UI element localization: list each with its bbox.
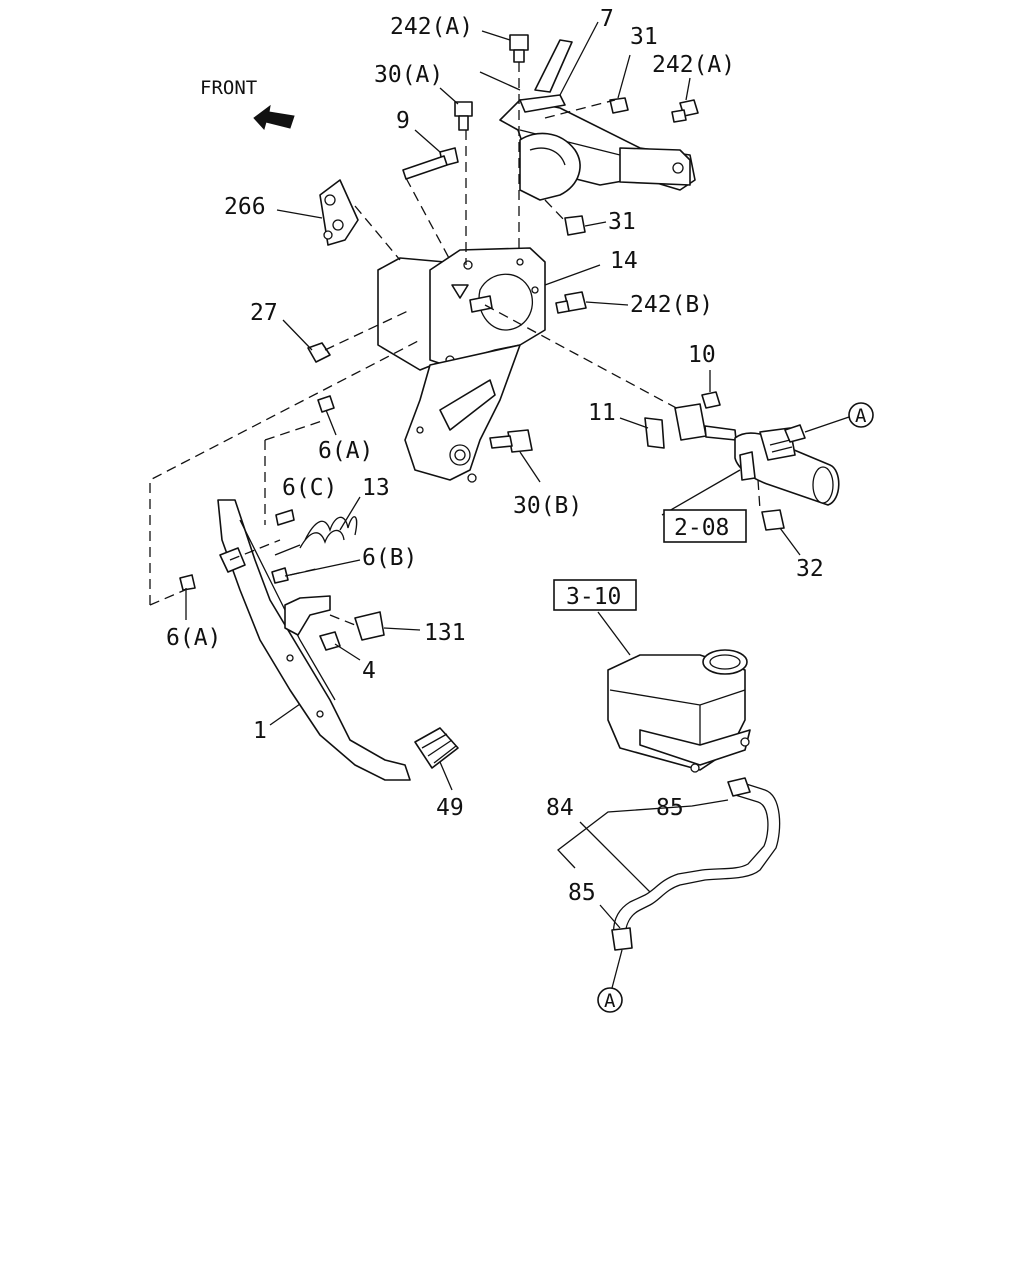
label-49: 49 xyxy=(436,795,464,821)
stopper-bracket xyxy=(284,595,385,651)
label-3-10: 3-10 xyxy=(566,584,621,610)
fasteners xyxy=(179,34,785,591)
clip-11 xyxy=(644,417,665,449)
label-266: 266 xyxy=(224,194,266,220)
front-arrow-icon xyxy=(253,104,295,131)
return-spring-13 xyxy=(274,516,358,556)
label-1: 1 xyxy=(253,718,267,744)
nut-6b xyxy=(271,567,289,584)
nut-31-mid xyxy=(564,215,586,236)
leader-lines xyxy=(149,21,850,989)
bolt-242a-right xyxy=(671,99,699,123)
label-connector-a-bottom: A xyxy=(604,990,616,1012)
label-27: 27 xyxy=(250,300,278,326)
nut-27 xyxy=(307,342,331,363)
nut-6a-lower xyxy=(179,574,196,591)
label-131: 131 xyxy=(424,620,466,646)
label-7: 7 xyxy=(600,6,614,32)
label-connector-a-top: A xyxy=(855,405,867,427)
label-30a: 30(A) xyxy=(374,62,443,88)
connector-a-top-circle xyxy=(848,402,874,428)
clip-6c xyxy=(275,509,295,526)
label-14: 14 xyxy=(610,248,638,274)
label-9: 9 xyxy=(396,108,410,134)
connector-a-bottom-circle xyxy=(597,987,623,1013)
label-242b: 242(B) xyxy=(630,292,713,318)
pedal-bracket xyxy=(377,247,546,483)
bolt-10 xyxy=(701,391,721,409)
bumper-4 xyxy=(319,631,341,651)
label-84: 84 xyxy=(546,795,574,821)
master-cylinder xyxy=(674,403,840,506)
label-31-top: 31 xyxy=(630,24,658,50)
label-31-mid: 31 xyxy=(608,209,636,235)
clip-131 xyxy=(354,611,385,641)
bolt-30a xyxy=(454,101,473,131)
label-6c: 6(C) xyxy=(282,475,337,501)
bracket-266 xyxy=(319,179,359,246)
ref-box-2-08 xyxy=(663,509,747,543)
label-4: 4 xyxy=(362,658,376,684)
bolt-242b xyxy=(555,291,587,314)
nut-6a-upper xyxy=(317,395,335,413)
label-85-bottom: 85 xyxy=(568,880,596,906)
upper-mount-bracket xyxy=(499,39,696,201)
label-11: 11 xyxy=(588,400,616,426)
label-85-top: 85 xyxy=(656,795,684,821)
part-labels: 242(A) 7 31 242(A) 30(A) 9 266 31 14 27 … xyxy=(166,6,867,1012)
label-13: 13 xyxy=(362,475,390,501)
bolt-242a-top xyxy=(509,34,529,63)
label-32: 32 xyxy=(796,556,824,582)
pedal-pad-49 xyxy=(414,727,459,769)
label-2-08: 2-08 xyxy=(674,515,729,541)
label-30b: 30(B) xyxy=(513,493,582,519)
fluid-reservoir xyxy=(607,649,751,773)
ref-box-3-10 xyxy=(553,579,637,611)
clutch-pedal-arm xyxy=(217,499,459,781)
label-10: 10 xyxy=(688,342,716,368)
bolt-30b xyxy=(489,429,533,453)
bolt-9 xyxy=(402,147,459,180)
label-242a-right: 242(A) xyxy=(652,52,735,78)
front-label: FRONT xyxy=(200,77,257,99)
nut-32 xyxy=(761,509,785,531)
reservoir-hose-84 xyxy=(611,777,781,951)
front-indicator: FRONT xyxy=(200,77,295,131)
label-6a-lower: 6(A) xyxy=(166,625,221,651)
label-6b: 6(B) xyxy=(362,545,417,571)
label-242a-top: 242(A) xyxy=(390,14,473,40)
nut-31-top xyxy=(609,97,629,114)
label-6a-upper: 6(A) xyxy=(318,438,373,464)
